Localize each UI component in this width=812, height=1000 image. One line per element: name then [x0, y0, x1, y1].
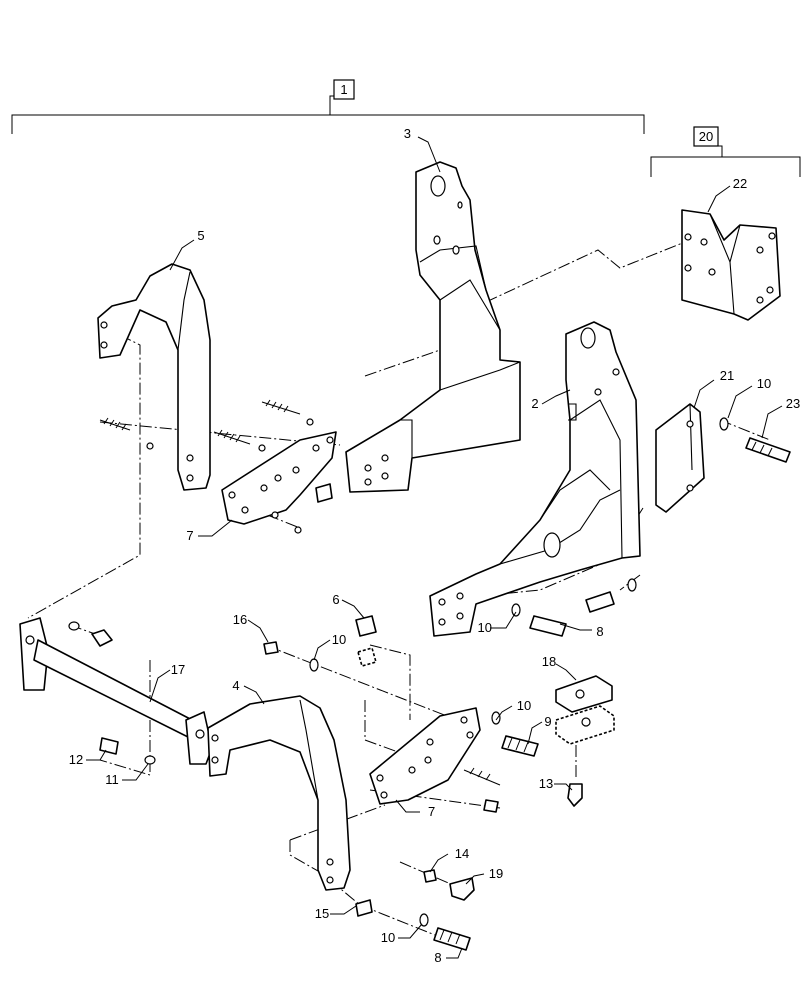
part-17-shaft	[19, 617, 213, 765]
callout-17: 17	[171, 662, 185, 677]
callout-11: 11	[105, 772, 119, 787]
part-4-arm	[207, 695, 351, 891]
hardware-left	[68, 621, 156, 765]
callout-8b: 8	[434, 950, 441, 965]
callout-10d: 10	[517, 698, 531, 713]
bolts-upper-left	[99, 399, 314, 534]
hardware-lower	[355, 869, 475, 951]
callout-leaders	[86, 136, 783, 959]
centre-lines	[27, 235, 771, 946]
group-1-bracket: 1	[11, 79, 645, 134]
part-5-arm	[97, 263, 211, 491]
part-7-plate-lower	[369, 707, 501, 813]
callout-10a: 10	[757, 376, 771, 391]
hardware-10-9	[491, 711, 539, 757]
callout-13: 13	[539, 776, 553, 791]
callout-7b: 7	[428, 804, 435, 819]
callout-19: 19	[489, 866, 503, 881]
callout-7a: 7	[186, 528, 193, 543]
callout-8a: 8	[596, 624, 603, 639]
callout-5: 5	[197, 228, 204, 243]
part-22-plate	[681, 209, 781, 321]
part-2-bracket	[429, 321, 641, 637]
group-1-label: 1	[340, 82, 347, 97]
part-3-bracket	[345, 161, 521, 493]
parts-18-13	[555, 675, 615, 807]
callout-12: 12	[69, 752, 83, 767]
part-6-bushings	[355, 615, 377, 667]
callout-6: 6	[332, 592, 339, 607]
callout-22: 22	[733, 176, 747, 191]
hardware-10-8-mid	[511, 578, 637, 637]
callout-4: 4	[232, 678, 239, 693]
callout-3: 3	[404, 126, 411, 141]
hardware-16-10	[263, 641, 319, 672]
callout-16: 16	[233, 612, 247, 627]
callout-10b: 10	[332, 632, 346, 647]
callout-14: 14	[455, 846, 469, 861]
callout-21: 21	[720, 368, 734, 383]
hardware-10-23	[719, 417, 791, 463]
group-20-bracket: 20	[650, 126, 801, 177]
callout-23: 23	[786, 396, 800, 411]
callout-10e: 10	[381, 930, 395, 945]
callout-15: 15	[315, 906, 329, 921]
part-7-plate-upper	[221, 431, 337, 525]
part-21-plate	[655, 403, 705, 513]
callout-9: 9	[544, 714, 551, 729]
group-20-label: 20	[699, 129, 713, 144]
callout-10c: 10	[478, 620, 492, 635]
callout-labels: 3 22 5 2 21 10 23 7 6 16 10 10 8 17 4 18…	[69, 126, 800, 965]
callout-2: 2	[531, 396, 538, 411]
callout-18: 18	[542, 654, 556, 669]
